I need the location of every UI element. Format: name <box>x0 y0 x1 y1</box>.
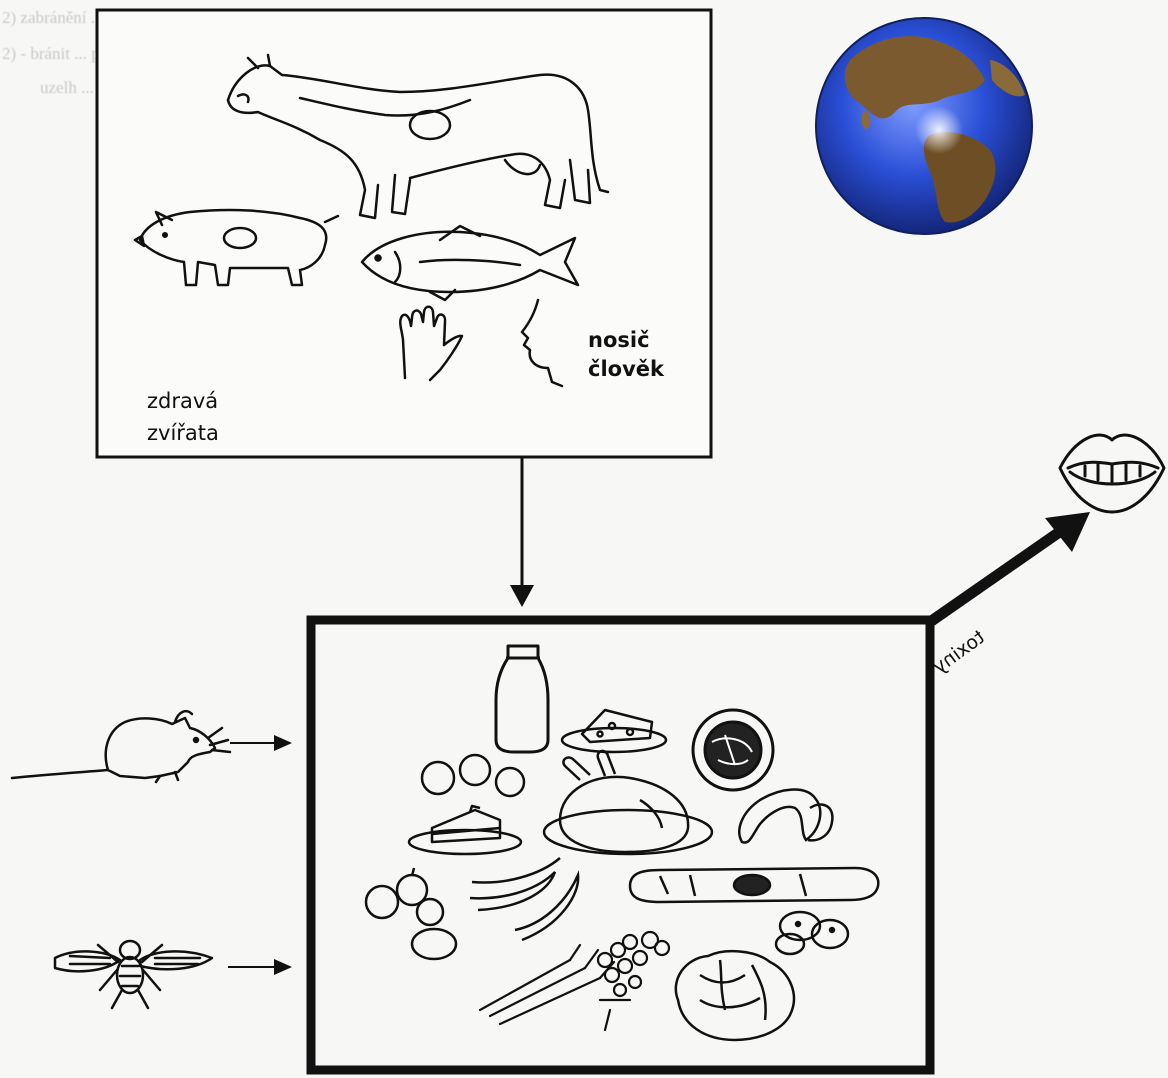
rat-icon <box>12 711 230 782</box>
carrier-label-line2: člověk <box>588 357 665 381</box>
roast-chicken-icon <box>544 751 712 854</box>
lettuce-icon <box>676 951 794 1040</box>
cheese-icon <box>562 710 666 752</box>
fruit-icon <box>366 868 456 959</box>
healthy-animals-label-line1: zdravá <box>147 389 218 413</box>
cake-icon <box>409 806 521 854</box>
banana-icon <box>470 858 578 940</box>
healthy-animals-label-line2: zvířata <box>147 421 219 445</box>
milk-bottle-icon <box>496 646 548 752</box>
down-arrow-head <box>510 585 534 607</box>
meat-icon <box>693 710 773 790</box>
vegetables-icon <box>480 932 669 1030</box>
carrier-label-line1: nosič <box>588 328 650 352</box>
food-box <box>311 620 930 1070</box>
salami-icon <box>630 868 878 902</box>
toxins-label: toxiny <box>929 626 989 678</box>
globe-icon <box>816 18 1032 234</box>
mouth-icon <box>1060 435 1164 512</box>
potatoes-icon <box>776 912 848 954</box>
eggs-icon <box>422 755 524 796</box>
fly-icon <box>55 941 212 1008</box>
sausage-icon <box>739 790 832 843</box>
toxins-arrow <box>930 526 1068 622</box>
